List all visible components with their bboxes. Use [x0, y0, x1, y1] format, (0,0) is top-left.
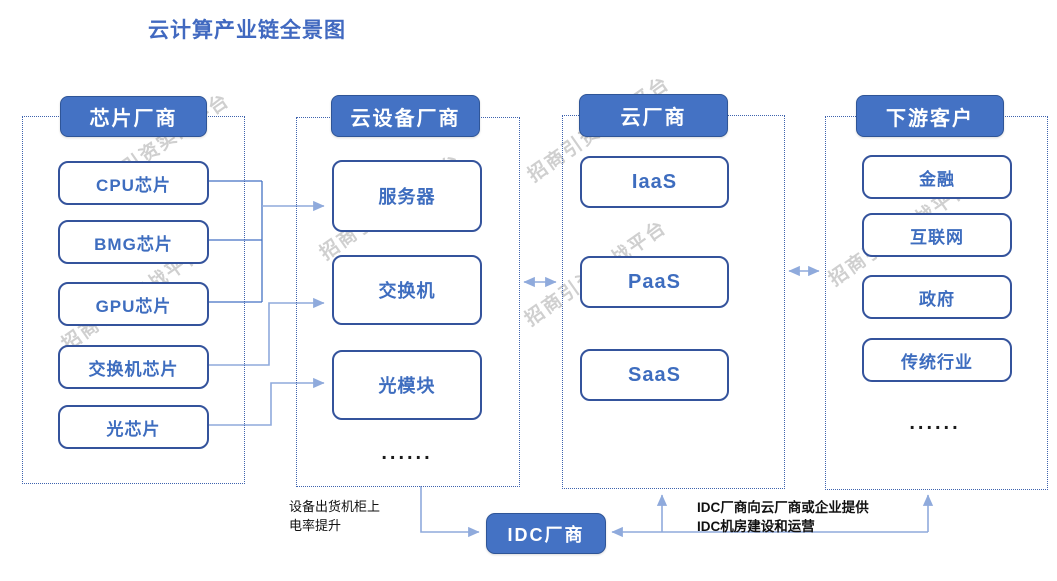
node-server: 服务器	[332, 160, 482, 232]
node-paas: PaaS	[580, 256, 729, 308]
node-iaas: IaaS	[580, 156, 729, 208]
node-finance: 金融	[862, 155, 1012, 199]
node-switch: 交换机	[332, 255, 482, 325]
header-cloud-equipment-vendors: 云设备厂商	[331, 95, 480, 137]
header-cloud-vendors: 云厂商	[579, 94, 728, 137]
node-switch-chip: 交换机芯片	[58, 345, 209, 389]
ellipsis-downstream: ......	[909, 412, 961, 434]
annotation-shipment-rate: 设备出货机柜上电率提升	[289, 499, 381, 533]
node-optical-module: 光模块	[332, 350, 482, 420]
node-optical-chip: 光芯片	[58, 405, 209, 449]
annotation-idc-service: IDC厂商向云厂商或企业提供IDC机房建设和运营	[697, 500, 869, 534]
node-gpu-chip: GPU芯片	[58, 282, 209, 326]
node-cpu-chip: CPU芯片	[58, 161, 209, 205]
page-title: 云计算产业链全景图	[148, 19, 346, 42]
ellipsis-cloud-equipment: ......	[381, 442, 433, 464]
node-government: 政府	[862, 275, 1012, 319]
node-traditional-industry: 传统行业	[862, 338, 1012, 382]
node-bmg-chip: BMG芯片	[58, 220, 209, 264]
header-downstream-customers: 下游客户	[856, 95, 1004, 137]
node-idc-vendor: IDC厂商	[486, 513, 606, 554]
header-chip-vendors: 芯片厂商	[60, 96, 207, 137]
node-internet: 互联网	[862, 213, 1012, 257]
node-saas: SaaS	[580, 349, 729, 401]
